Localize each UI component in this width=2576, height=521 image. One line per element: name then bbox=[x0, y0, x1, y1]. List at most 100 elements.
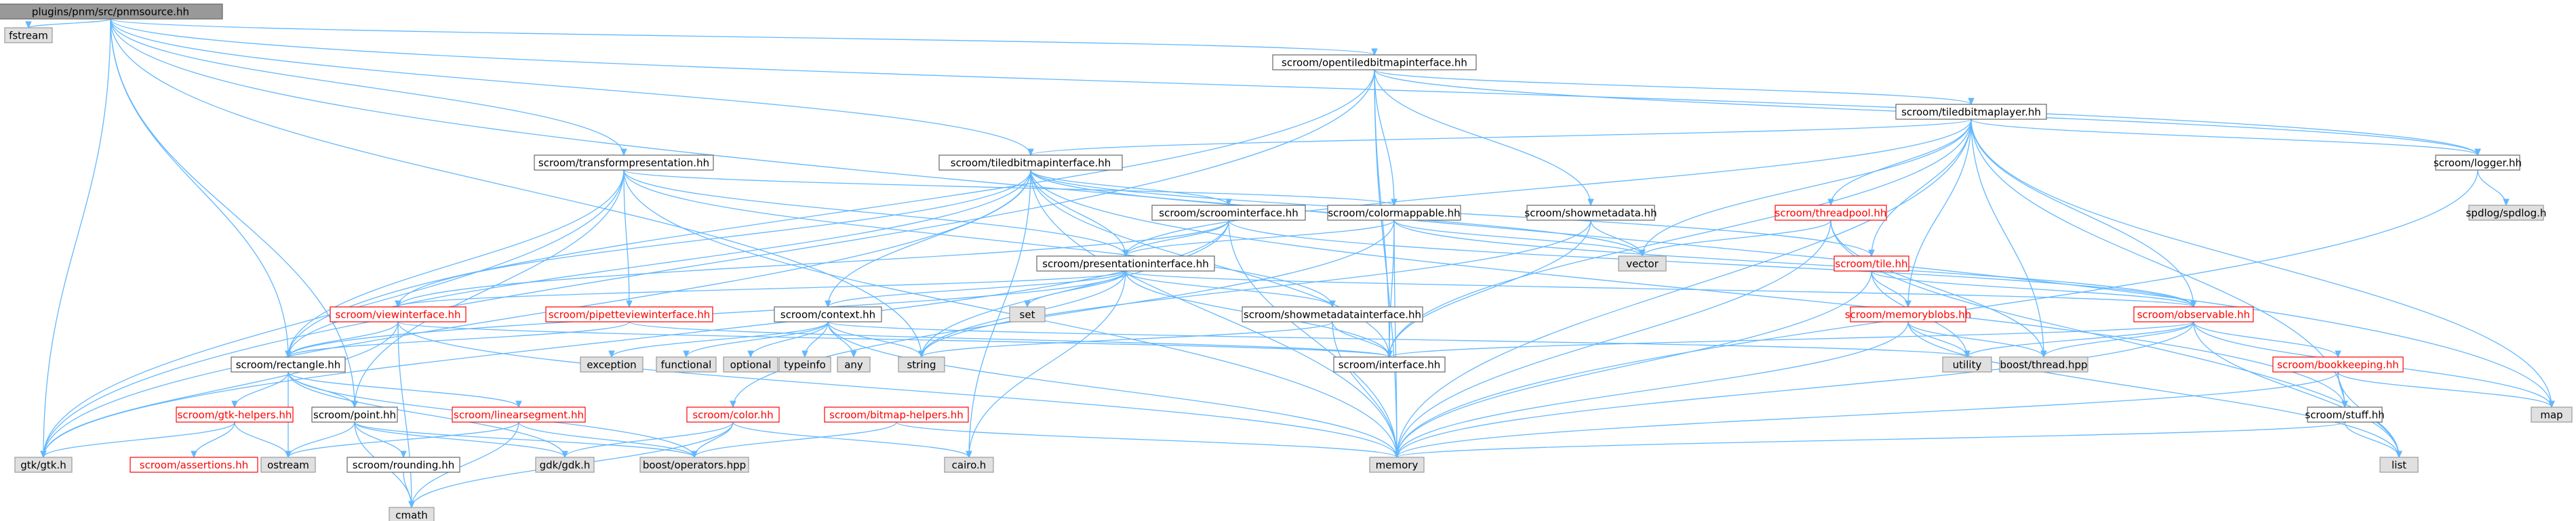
node-label-list: list bbox=[2392, 459, 2406, 472]
edge-observable-to-utility bbox=[1966, 321, 2194, 358]
edge-bookkeeping-to-memory bbox=[1396, 371, 2339, 458]
edge-opentiled-to-colormappable bbox=[1374, 69, 1395, 206]
node-rectangle[interactable]: scroom/rectangle.hh bbox=[231, 356, 346, 373]
node-linearsegment[interactable]: scroom/linearsegment.hh bbox=[452, 407, 586, 423]
node-box-set bbox=[1009, 306, 1046, 322]
node-root[interactable]: plugins/pnm/src/pnmsource.hh bbox=[0, 3, 223, 20]
node-box-root bbox=[0, 3, 223, 20]
node-colormappable[interactable]: scroom/colormappable.hh bbox=[1327, 205, 1461, 221]
edge-bitmaphelpers-to-memory bbox=[896, 421, 1398, 458]
arrowhead-gtkhelpers-to-assertions bbox=[191, 451, 197, 459]
node-cmath: cmath bbox=[389, 507, 435, 521]
edge-context-to-memory bbox=[827, 321, 1398, 458]
edge-showmetadata-to-string bbox=[921, 220, 1591, 358]
node-bookkeeping[interactable]: scroom/bookkeeping.hh bbox=[2272, 356, 2404, 373]
arrowhead-context-to-exception bbox=[608, 350, 615, 358]
node-box-point bbox=[311, 407, 398, 423]
edge-transform-to-pipetteviewinterface bbox=[623, 169, 630, 308]
node-stuff[interactable]: scroom/stuff.hh bbox=[2305, 407, 2385, 423]
arrowhead-colormappable-to-presentationinterface bbox=[1122, 249, 1129, 257]
edge-tile-to-memory bbox=[1396, 270, 1872, 458]
arrowhead-linearsegment-to-ostream bbox=[285, 451, 292, 459]
edge-tiledbitmaplayer-to-threadpool bbox=[1830, 119, 1972, 206]
node-tiledbitmapinterface[interactable]: scroom/tiledbitmapinterface.hh bbox=[938, 154, 1123, 171]
node-boostthread: boost/thread.hpp bbox=[1999, 356, 2088, 373]
node-label-stuff: scroom/stuff.hh bbox=[2305, 409, 2384, 421]
node-observable[interactable]: scroom/observable.hh bbox=[2133, 306, 2254, 322]
node-box-observable bbox=[2133, 306, 2254, 322]
node-box-map bbox=[2531, 407, 2573, 423]
node-point[interactable]: scroom/point.hh bbox=[311, 407, 398, 423]
node-interface[interactable]: scroom/interface.hh bbox=[1333, 356, 1446, 373]
node-label-gtkgtk: gtk/gtk.h bbox=[20, 459, 66, 472]
edge-root-to-opentiled bbox=[110, 18, 1375, 56]
node-opentiled[interactable]: scroom/opentiledbitmapinterface.hh bbox=[1272, 54, 1477, 70]
edge-tiledbitmaplayer-to-stuff bbox=[1970, 119, 2345, 408]
node-logger[interactable]: scroom/logger.hh bbox=[2434, 154, 2522, 171]
node-ostream: ostream bbox=[260, 457, 316, 473]
node-pipetteviewinterface[interactable]: scroom/pipetteviewinterface.hh bbox=[545, 306, 713, 322]
edge-context-to-functional bbox=[686, 321, 829, 358]
node-label-color: scroom/color.hh bbox=[692, 409, 773, 421]
dependency-edges bbox=[25, 18, 2555, 509]
edge-viewinterface-to-rectangle bbox=[288, 321, 399, 358]
edge-tiledbitmapinterface-to-scroominterface bbox=[1030, 169, 1229, 206]
node-label-showmetadatainterface: scroom/showmetadatainterface.hh bbox=[1244, 309, 1421, 321]
edge-gtkhelpers-to-gtkgtk bbox=[43, 421, 235, 458]
edge-colormappable-to-observable bbox=[1393, 220, 2194, 308]
arrowhead-color-to-gdkgdk bbox=[561, 451, 568, 459]
edge-point-to-gdkgdk bbox=[354, 421, 566, 458]
edge-colormappable-to-color bbox=[732, 220, 1395, 408]
node-presentationinterface[interactable]: scroom/presentationinterface.hh bbox=[1036, 255, 1215, 272]
edge-point-to-ostream bbox=[288, 421, 355, 458]
node-box-gdkgdk bbox=[535, 457, 595, 473]
node-context[interactable]: scroom/context.hh bbox=[774, 306, 882, 322]
edge-root-to-fstream bbox=[28, 18, 111, 28]
node-label-tile: scroom/tile.hh bbox=[1835, 258, 1907, 270]
edge-tiledbitmapinterface-to-memory bbox=[1030, 169, 1398, 458]
edge-tiledbitmaplayer-to-boostthread bbox=[1970, 119, 2044, 358]
node-gtkhelpers[interactable]: scroom/gtk-helpers.hh bbox=[176, 407, 294, 423]
edge-transform-to-colormappable bbox=[623, 169, 1395, 206]
edge-rectangle-to-gdkgdk bbox=[288, 371, 566, 458]
node-box-gtkhelpers bbox=[176, 407, 294, 423]
node-tiledbitmaplayer[interactable]: scroom/tiledbitmaplayer.hh bbox=[1895, 104, 2047, 120]
node-scroominterface[interactable]: scroom/scroominterface.hh bbox=[1151, 205, 1306, 221]
node-transform[interactable]: scroom/transformpresentation.hh bbox=[534, 154, 714, 171]
edge-presentationinterface-to-showmetadatainterface bbox=[1125, 270, 1333, 308]
node-box-boostthread bbox=[1999, 356, 2088, 373]
node-box-opentiled bbox=[1272, 54, 1477, 70]
node-label-utility: utility bbox=[1953, 359, 1982, 371]
node-box-ostream bbox=[260, 457, 316, 473]
node-label-boostoperators: boost/operators.hpp bbox=[643, 459, 746, 472]
edge-gtkhelpers-to-ostream bbox=[234, 421, 289, 458]
node-rounding[interactable]: scroom/rounding.hh bbox=[346, 457, 460, 473]
edge-presentationinterface-to-cairo bbox=[968, 270, 1126, 458]
node-threadpool[interactable]: scroom/threadpool.hh bbox=[1775, 205, 1887, 221]
edge-tiledbitmapinterface-to-viewinterface bbox=[397, 169, 1031, 308]
edge-tiledbitmapinterface-to-stuff bbox=[1030, 169, 2345, 408]
node-bitmaphelpers[interactable]: scroom/bitmap-helpers.hh bbox=[824, 407, 969, 423]
edge-rectangle-to-gtkhelpers bbox=[234, 371, 289, 408]
edge-root-to-gtkgtk bbox=[43, 18, 111, 458]
arrowhead-rectangle-to-gtkhelpers bbox=[231, 400, 238, 409]
edge-presentationinterface-to-viewinterface bbox=[397, 270, 1126, 308]
arrowhead-color-to-cmath bbox=[408, 501, 415, 509]
node-tile[interactable]: scroom/tile.hh bbox=[1834, 255, 1909, 272]
arrowhead-tile-to-observable bbox=[2190, 300, 2197, 308]
arrowhead-threadpool-to-vector bbox=[1639, 249, 1646, 257]
node-box-exception bbox=[580, 356, 643, 373]
node-showmetadatainterface[interactable]: scroom/showmetadatainterface.hh bbox=[1242, 306, 1423, 322]
node-box-cairo bbox=[944, 457, 994, 473]
edge-opentiled-to-rectangle bbox=[288, 69, 1375, 358]
node-viewinterface[interactable]: scroom/viewinterface.hh bbox=[330, 306, 467, 322]
node-showmetadata[interactable]: scroom/showmetadata.hh bbox=[1524, 205, 1657, 221]
edge-tiledbitmapinterface-to-cairo bbox=[968, 169, 1031, 458]
node-label-memory: memory bbox=[1376, 459, 1419, 472]
node-color[interactable]: scroom/color.hh bbox=[686, 407, 780, 423]
edge-tiledbitmapinterface-to-gtkgtk bbox=[43, 169, 1031, 458]
node-assertions[interactable]: scroom/assertions.hh bbox=[130, 457, 258, 473]
edge-colormappable-to-presentationinterface bbox=[1125, 220, 1395, 257]
node-label-showmetadata: scroom/showmetadata.hh bbox=[1524, 207, 1657, 220]
node-memoryblobs[interactable]: scroom/memoryblobs.hh bbox=[1845, 306, 1972, 322]
